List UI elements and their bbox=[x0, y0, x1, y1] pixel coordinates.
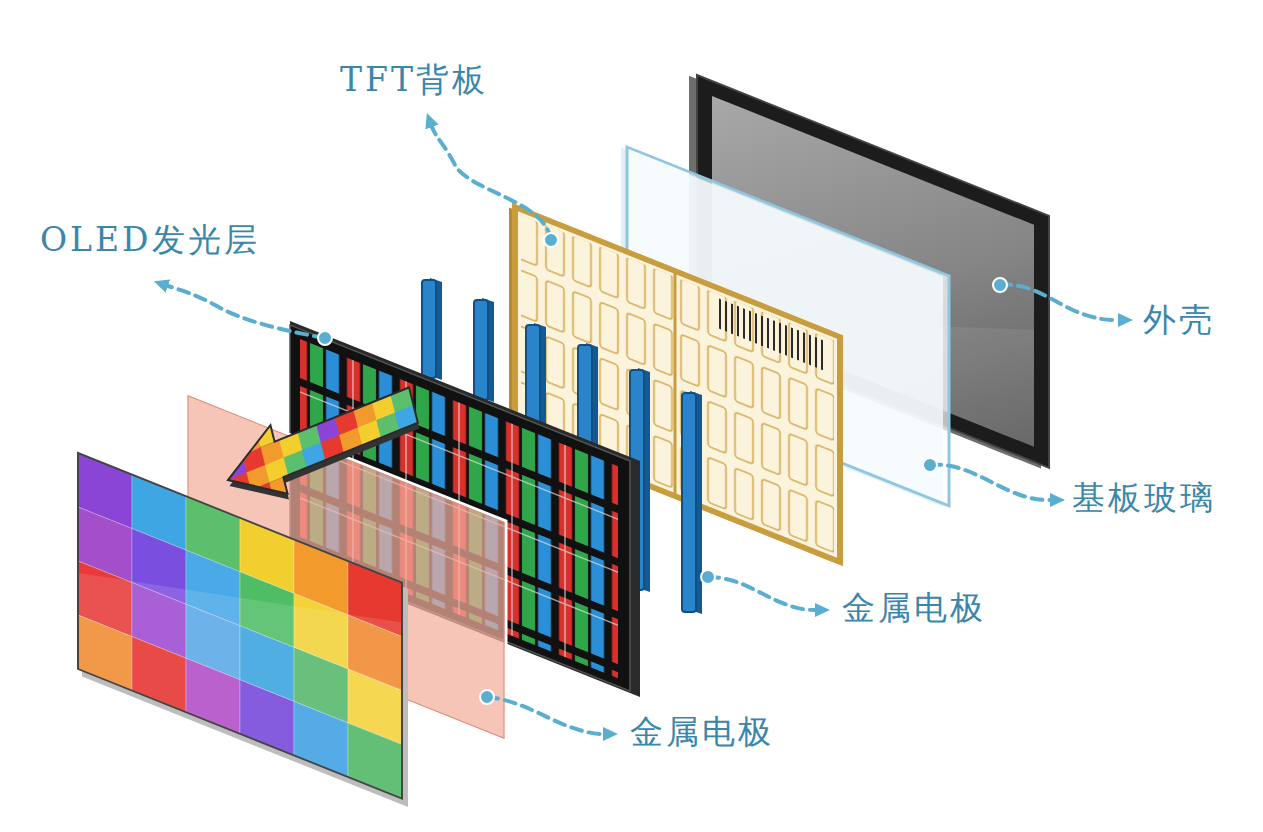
part-label: OLED发光层 bbox=[40, 220, 260, 260]
display-panel bbox=[78, 453, 408, 807]
part-label: 金属电极 bbox=[630, 712, 774, 752]
leader-lines bbox=[168, 127, 1118, 734]
part-label: 外壳 bbox=[1143, 300, 1215, 340]
part-label: TFT背板 bbox=[340, 60, 488, 100]
light-arrow bbox=[219, 371, 423, 520]
part-label: 金属电极 bbox=[842, 588, 986, 628]
leader-dots bbox=[318, 233, 1007, 704]
part-label: 基板玻璃 bbox=[1072, 478, 1216, 518]
